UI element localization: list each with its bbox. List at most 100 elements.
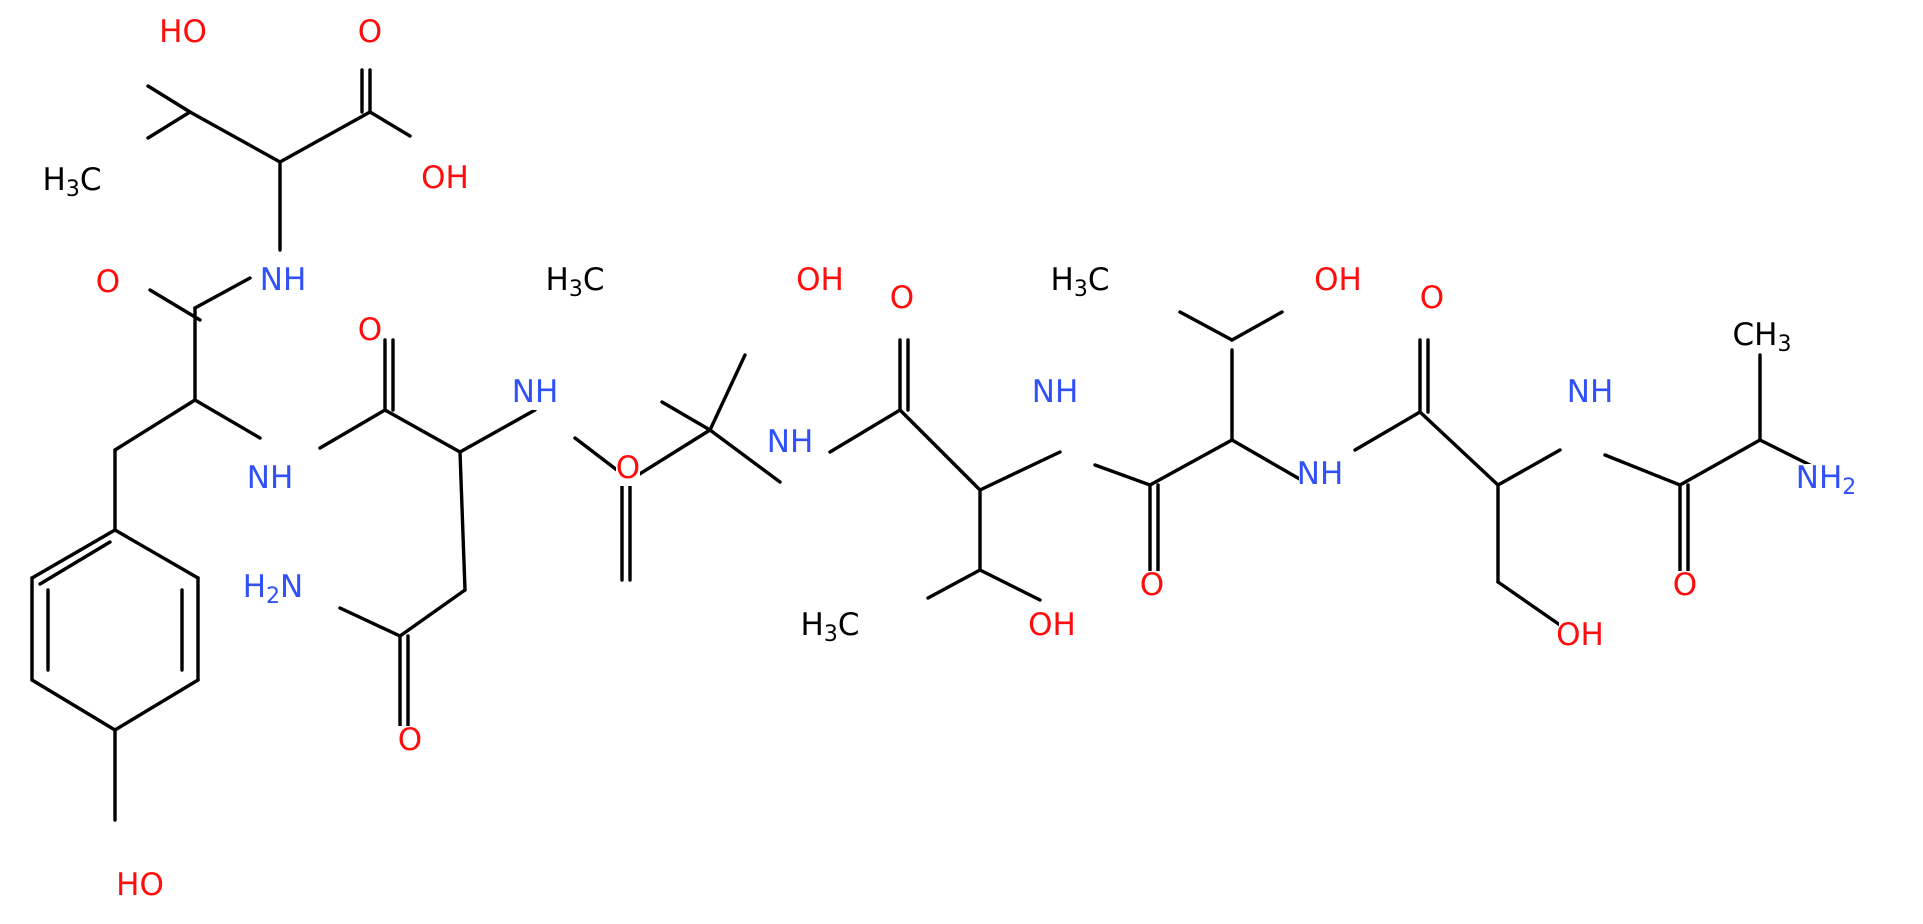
label-mask [1420,284,1444,316]
bond-49 [1093,463,1152,487]
atom-label-n: NH [767,424,814,460]
label-mask [616,454,640,486]
atom-label-n: NH [260,262,307,298]
label-mask [890,284,914,316]
label-mask [358,18,382,50]
bond-6 [368,110,412,138]
label-mask [1673,571,1697,603]
atom-label-n: NH [1297,456,1344,492]
bond-52 [1148,438,1234,487]
bond-18 [30,678,117,732]
label-mask [249,464,291,496]
atom-label-o: OH [1556,617,1604,653]
atom-label-o: O [1673,567,1697,603]
atom-label-c: H3C [546,262,605,302]
bond-15 [113,528,200,580]
bond-3 [278,110,372,164]
bond-47 [978,568,1042,602]
label-mask [424,164,466,196]
bond-63 [1496,448,1562,487]
atom-label-o: HO [159,14,207,50]
bond-24 [318,408,387,450]
bond-12 [113,398,197,452]
label-mask [1299,460,1341,492]
bond-29 [458,450,467,592]
bond-46 [926,568,982,600]
label-mask [262,266,304,298]
bond-37 [628,428,712,482]
bond-28 [458,408,537,454]
bond-64 [1603,453,1682,487]
bond-55 [1178,310,1234,342]
bond-38 [660,400,712,432]
bond-1 [146,84,192,114]
atom-label-o: O [890,280,914,316]
label-mask [243,573,303,605]
atom-label-n: NH [1567,374,1614,410]
bond-40 [708,428,782,484]
bond-2 [188,110,282,164]
label-mask [769,428,811,460]
atom-label-c: H3C [801,607,860,647]
bond-23 [38,540,112,586]
bond-60 [1418,410,1500,487]
bond-14 [30,528,117,580]
label-mask [1796,464,1856,496]
label-mask [1732,321,1792,353]
bond-62 [1496,580,1562,627]
label-mask [1140,571,1164,603]
bond-0 [146,110,192,140]
atom-label-c: CH3 [1733,317,1792,357]
label-mask [96,268,120,300]
bond-30 [398,588,467,638]
label-mask [162,18,204,50]
bond-44 [898,408,982,492]
label-mask [545,266,605,298]
atom-label-o: O [96,264,120,300]
label-mask [1569,378,1611,410]
bond-8 [193,276,252,310]
atom-label-c: H3C [43,162,102,202]
label-mask [119,871,161,903]
bond-31 [338,606,402,638]
bond-48 [978,450,1062,492]
label-mask [358,316,382,348]
atom-label-o: O [398,722,422,758]
bond-39 [708,353,747,432]
atom-label-o: O [1420,280,1444,316]
label-mask [514,378,556,410]
label-mask [800,611,860,643]
atom-label-o: O [358,312,382,348]
label-mask [1034,378,1076,410]
label-mask [1559,621,1601,653]
atom-label-c: H3C [1051,262,1110,302]
atom-label-n: NH [1032,374,1079,410]
label-mask [1050,266,1110,298]
bond-9 [148,288,202,322]
bond-67 [1678,438,1762,487]
label-mask [42,166,102,198]
atom-label-o: O [616,450,640,486]
atom-label-o: O [1140,567,1164,603]
atom-label-n: NH [247,460,294,496]
bond-27 [383,408,462,454]
atom-label-n: NH [512,374,559,410]
atom-label-o: OH [421,160,469,196]
atom-label-o: HO [116,867,164,903]
bond-56 [1230,310,1284,342]
atom-label-o: OH [1314,262,1362,298]
bond-57 [1353,410,1422,452]
atom-label-n: H2N [243,569,304,609]
bond-19 [113,678,200,732]
atom-label-o: OH [1028,607,1076,643]
label-mask [1317,266,1359,298]
bond-11 [193,398,262,440]
atom-label-o: O [358,14,382,50]
bond-41 [828,408,902,454]
atom-label-o: OH [796,262,844,298]
label-mask [799,266,841,298]
bond-54 [1230,438,1312,487]
label-mask [398,726,422,758]
